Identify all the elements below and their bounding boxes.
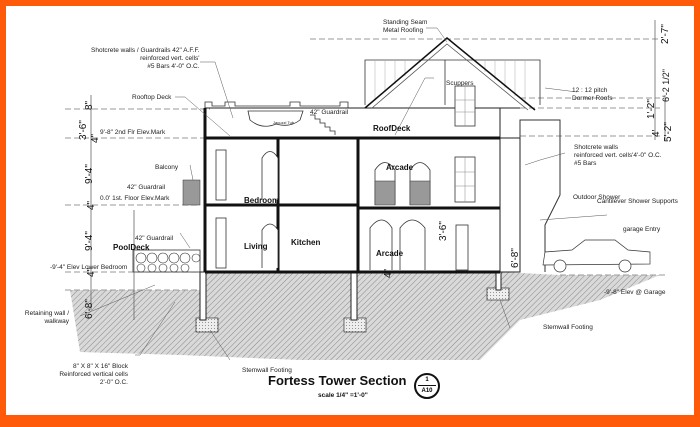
ground-hatch [70,272,660,360]
dim-right-0: 2'-7" [660,24,671,44]
dim-left-4: 4" [86,200,97,210]
car-icon [542,239,651,273]
note-rooftop-deck: Rooftop Deck [132,94,172,101]
note-first-floor-mark: 0.0' 1st. Floor Elev.Mark [100,195,170,202]
dim-right-1: 6'-2 1/2" [661,69,671,102]
note-pitch: 12 : 12 pitch Dormer Roofs [572,87,613,102]
note-garage-elev: -9'-8" Elev @ Garage [604,289,666,296]
dim-right-4: 5'-2" [663,122,674,142]
note-guardrail-pool: 42" Guardrail [135,235,174,242]
note-balcony: Balcony [155,164,179,171]
drawing-sheet: Shotcrete walls / Guardrails 42" A.F.F. … [6,6,694,415]
dim-interior-0: 3'-6" [438,221,449,241]
section-marker: 1 A10 [414,373,440,399]
note-guardrail-roof: 42" Guardrail [310,109,349,116]
note-shotcrete-right: Shotcrete walls reinforced vert. cells'4… [574,144,662,167]
note-guardrail-balcony: 42" Guardrail [127,184,166,191]
dim-left-1: 3'-6" [78,120,89,140]
room-living: Living [244,242,268,251]
note-cantilever: Cantilever Shower Supports [597,198,678,205]
dim-left-0: 8" [84,100,95,110]
room-pooldeck: PoolDeck [113,243,150,252]
note-scuppers: Scuppers [446,80,474,87]
note-stemwall-footing-left: Stemwall Footing [242,367,292,374]
note-stemwall-footing-right: Stemwall Footing [543,324,593,331]
dim-right-2: 1'-2" [646,99,657,119]
room-kitchen: Kitchen [291,238,321,247]
note-outdoor-shower: Outdoor Shower [573,194,621,201]
room-roofdeck: RoofDeck [373,124,411,133]
dim-left-5: 9'-4" [84,231,95,251]
room-arcade-upper: Arcade [386,163,414,172]
drawing-scale: scale 1/4" =1'-0" [318,392,368,399]
dim-left-6: 4" [86,267,97,277]
dim-left-2: 4" [90,133,101,143]
dim-interior-1: 4" [383,268,394,278]
note-second-floor-mark: 9'-8" 2nd Flr Elev.Mark [100,129,166,136]
room-bedroom: Bedroom [244,196,280,205]
drawing-title: Fortess Tower Section [268,373,407,388]
dim-interior-2: 6'-8" [510,248,521,268]
jacuzzi-label: Jacuzzi Tub [273,120,295,125]
note-garage-entry: garage Entry [623,226,661,233]
dim-left-3: 9'-4" [84,164,95,184]
note-lower-bedroom-elev: -9'-4" Elev Lower Bedroom [50,264,128,271]
note-retaining-wall: Retaining wall / walkway [24,310,69,325]
section-drawing [65,20,666,361]
room-arcade-lower: Arcade [376,249,404,258]
note-shotcrete-top: Shotcrete walls / Guardrails 42" A.F.F. … [91,47,200,70]
sheet-number: A10 [421,388,433,394]
dim-right-3: 4' [651,129,662,137]
dim-left-7: 6'-8" [84,299,95,319]
note-standing-seam: Standing Seam Metal Roofing [383,19,428,34]
detail-number: 1 [425,377,429,383]
note-block: 8" X 8" X 16" Block Reinforced vertical … [59,363,128,386]
